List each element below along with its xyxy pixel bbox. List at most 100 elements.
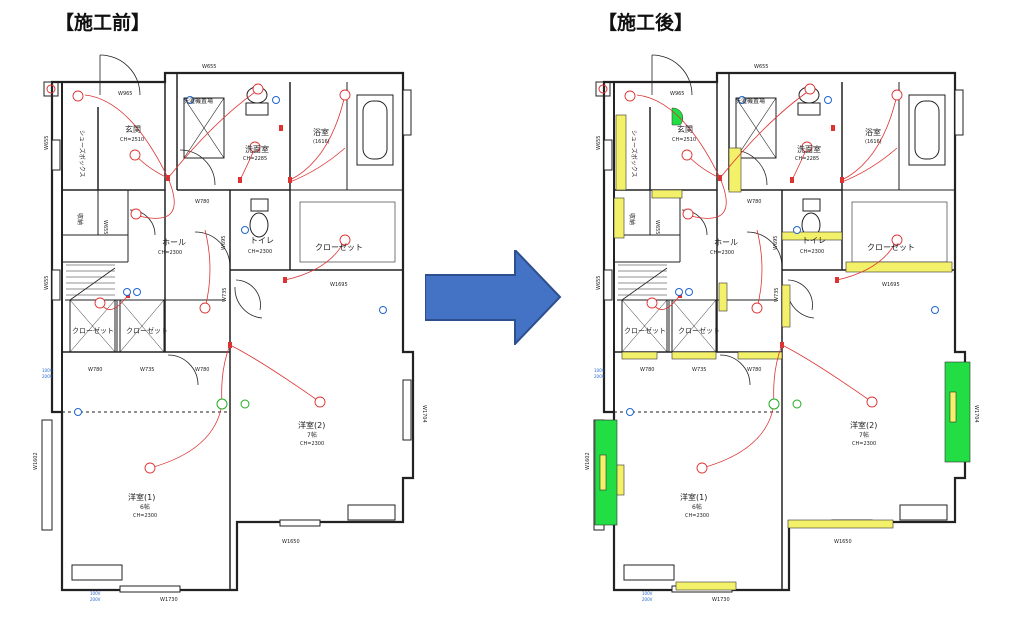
door-swing bbox=[179, 149, 216, 186]
wall-line bbox=[119, 299, 165, 353]
new-wall-panel bbox=[651, 189, 683, 199]
room-size: 6帖 bbox=[140, 503, 150, 511]
light-fixture-icon bbox=[624, 90, 636, 102]
wall-line bbox=[69, 299, 116, 353]
light-fixture-icon bbox=[891, 89, 903, 101]
light-fixture-icon bbox=[339, 89, 351, 101]
light-fixture-icon bbox=[130, 208, 142, 220]
voltage-label: 100V bbox=[594, 368, 605, 373]
switch-icon bbox=[228, 342, 232, 348]
dim-label: W1650 bbox=[282, 539, 300, 545]
dim-label: W655 bbox=[754, 64, 769, 70]
laundry-pan bbox=[183, 97, 225, 159]
dim-label: W780 bbox=[88, 367, 103, 373]
room-ch: CH=2285 bbox=[243, 156, 267, 162]
light-fixture-icon bbox=[339, 234, 351, 246]
outlet-icon bbox=[738, 96, 746, 104]
window-inner bbox=[949, 391, 957, 423]
window bbox=[402, 379, 412, 441]
dim-label: W780 bbox=[195, 367, 210, 373]
dim-label: W780 bbox=[747, 199, 762, 205]
dim-label: W965 bbox=[670, 91, 685, 97]
door-swing bbox=[235, 279, 261, 311]
voltage-label: 200V bbox=[90, 597, 101, 602]
closet-door-panel bbox=[845, 261, 953, 273]
toilet-icon bbox=[249, 212, 269, 238]
room-ch: CH=2300 bbox=[800, 249, 824, 255]
dim-label: W1602 bbox=[33, 452, 39, 470]
dim-label: W965 bbox=[118, 91, 133, 97]
bathtub-inner bbox=[914, 100, 940, 160]
outlet-icon bbox=[793, 226, 801, 234]
switch-icon bbox=[840, 177, 844, 183]
new-wall-panel bbox=[737, 351, 783, 360]
room-shoebox: シューズボックス bbox=[630, 130, 638, 178]
panel-icon bbox=[43, 81, 59, 97]
dim-label: W655 bbox=[596, 276, 602, 291]
light-fixture-icon bbox=[681, 149, 693, 161]
bathtub-inner bbox=[362, 100, 388, 160]
window-inner bbox=[599, 454, 607, 491]
room-ch: CH=2300 bbox=[852, 441, 876, 447]
switch-icon bbox=[166, 175, 170, 181]
light-fixture-icon bbox=[801, 141, 813, 153]
room-storage: 収納 bbox=[76, 213, 84, 225]
wall-line bbox=[183, 97, 225, 159]
new-window-green bbox=[944, 361, 971, 463]
closet-a-box bbox=[69, 299, 116, 353]
dim-label: W780 bbox=[195, 199, 210, 205]
wiring bbox=[773, 344, 783, 405]
light-fixture-icon bbox=[144, 462, 156, 474]
new-wall-panel bbox=[781, 284, 791, 328]
switch-icon bbox=[279, 125, 283, 131]
dim-label: W1650 bbox=[834, 539, 852, 545]
door-swing bbox=[746, 231, 783, 268]
room-closet-b: クローゼット bbox=[126, 326, 168, 335]
wall bbox=[50, 71, 415, 592]
room-closet-a: クローゼット bbox=[624, 326, 666, 335]
light-fixture-icon bbox=[249, 141, 261, 153]
wiring bbox=[229, 344, 321, 403]
wiring bbox=[841, 147, 898, 183]
window bbox=[603, 139, 613, 171]
panel-icon bbox=[595, 81, 611, 97]
tv-outlet-box bbox=[899, 504, 948, 521]
counter bbox=[245, 102, 269, 116]
dim-label: W735 bbox=[140, 367, 155, 373]
bathtub-icon bbox=[908, 94, 946, 166]
light-fixture-icon bbox=[199, 302, 211, 314]
sensor-icon bbox=[240, 399, 250, 409]
room-size: (1616) bbox=[313, 139, 330, 145]
room-closet-big: クローゼット bbox=[867, 242, 915, 252]
wiring bbox=[841, 94, 898, 181]
new-window-panel bbox=[787, 519, 894, 529]
door-swing bbox=[167, 354, 199, 386]
wall-line bbox=[621, 299, 668, 353]
room-size: 7帖 bbox=[859, 431, 869, 439]
room-ch: CH=2300 bbox=[248, 249, 272, 255]
dim-label: W735 bbox=[774, 288, 780, 303]
light-fixture-icon bbox=[94, 297, 106, 309]
window bbox=[279, 519, 321, 527]
wiring bbox=[167, 89, 259, 179]
tv-outlet-box bbox=[71, 564, 123, 581]
wall-line bbox=[735, 97, 777, 159]
room-toilet: トイレ bbox=[250, 236, 274, 245]
wiring bbox=[836, 239, 898, 281]
tv-outlet-box bbox=[623, 564, 675, 581]
room-ch: CH=2510 bbox=[672, 137, 696, 143]
room-laundry: 洗濯機置場 bbox=[183, 97, 213, 105]
window bbox=[954, 89, 964, 136]
room-toilet: トイレ bbox=[802, 236, 826, 245]
wiring bbox=[686, 177, 727, 219]
toilet-tank bbox=[802, 198, 821, 212]
dim-label: W735 bbox=[692, 367, 707, 373]
outlet-icon bbox=[186, 96, 194, 104]
window bbox=[119, 585, 181, 593]
wiring bbox=[781, 344, 873, 403]
title-after: 【施工後】 bbox=[598, 12, 694, 34]
dim-label: W1730 bbox=[160, 597, 178, 603]
room-ch: CH=2300 bbox=[300, 441, 324, 447]
outlet-icon bbox=[931, 306, 939, 314]
